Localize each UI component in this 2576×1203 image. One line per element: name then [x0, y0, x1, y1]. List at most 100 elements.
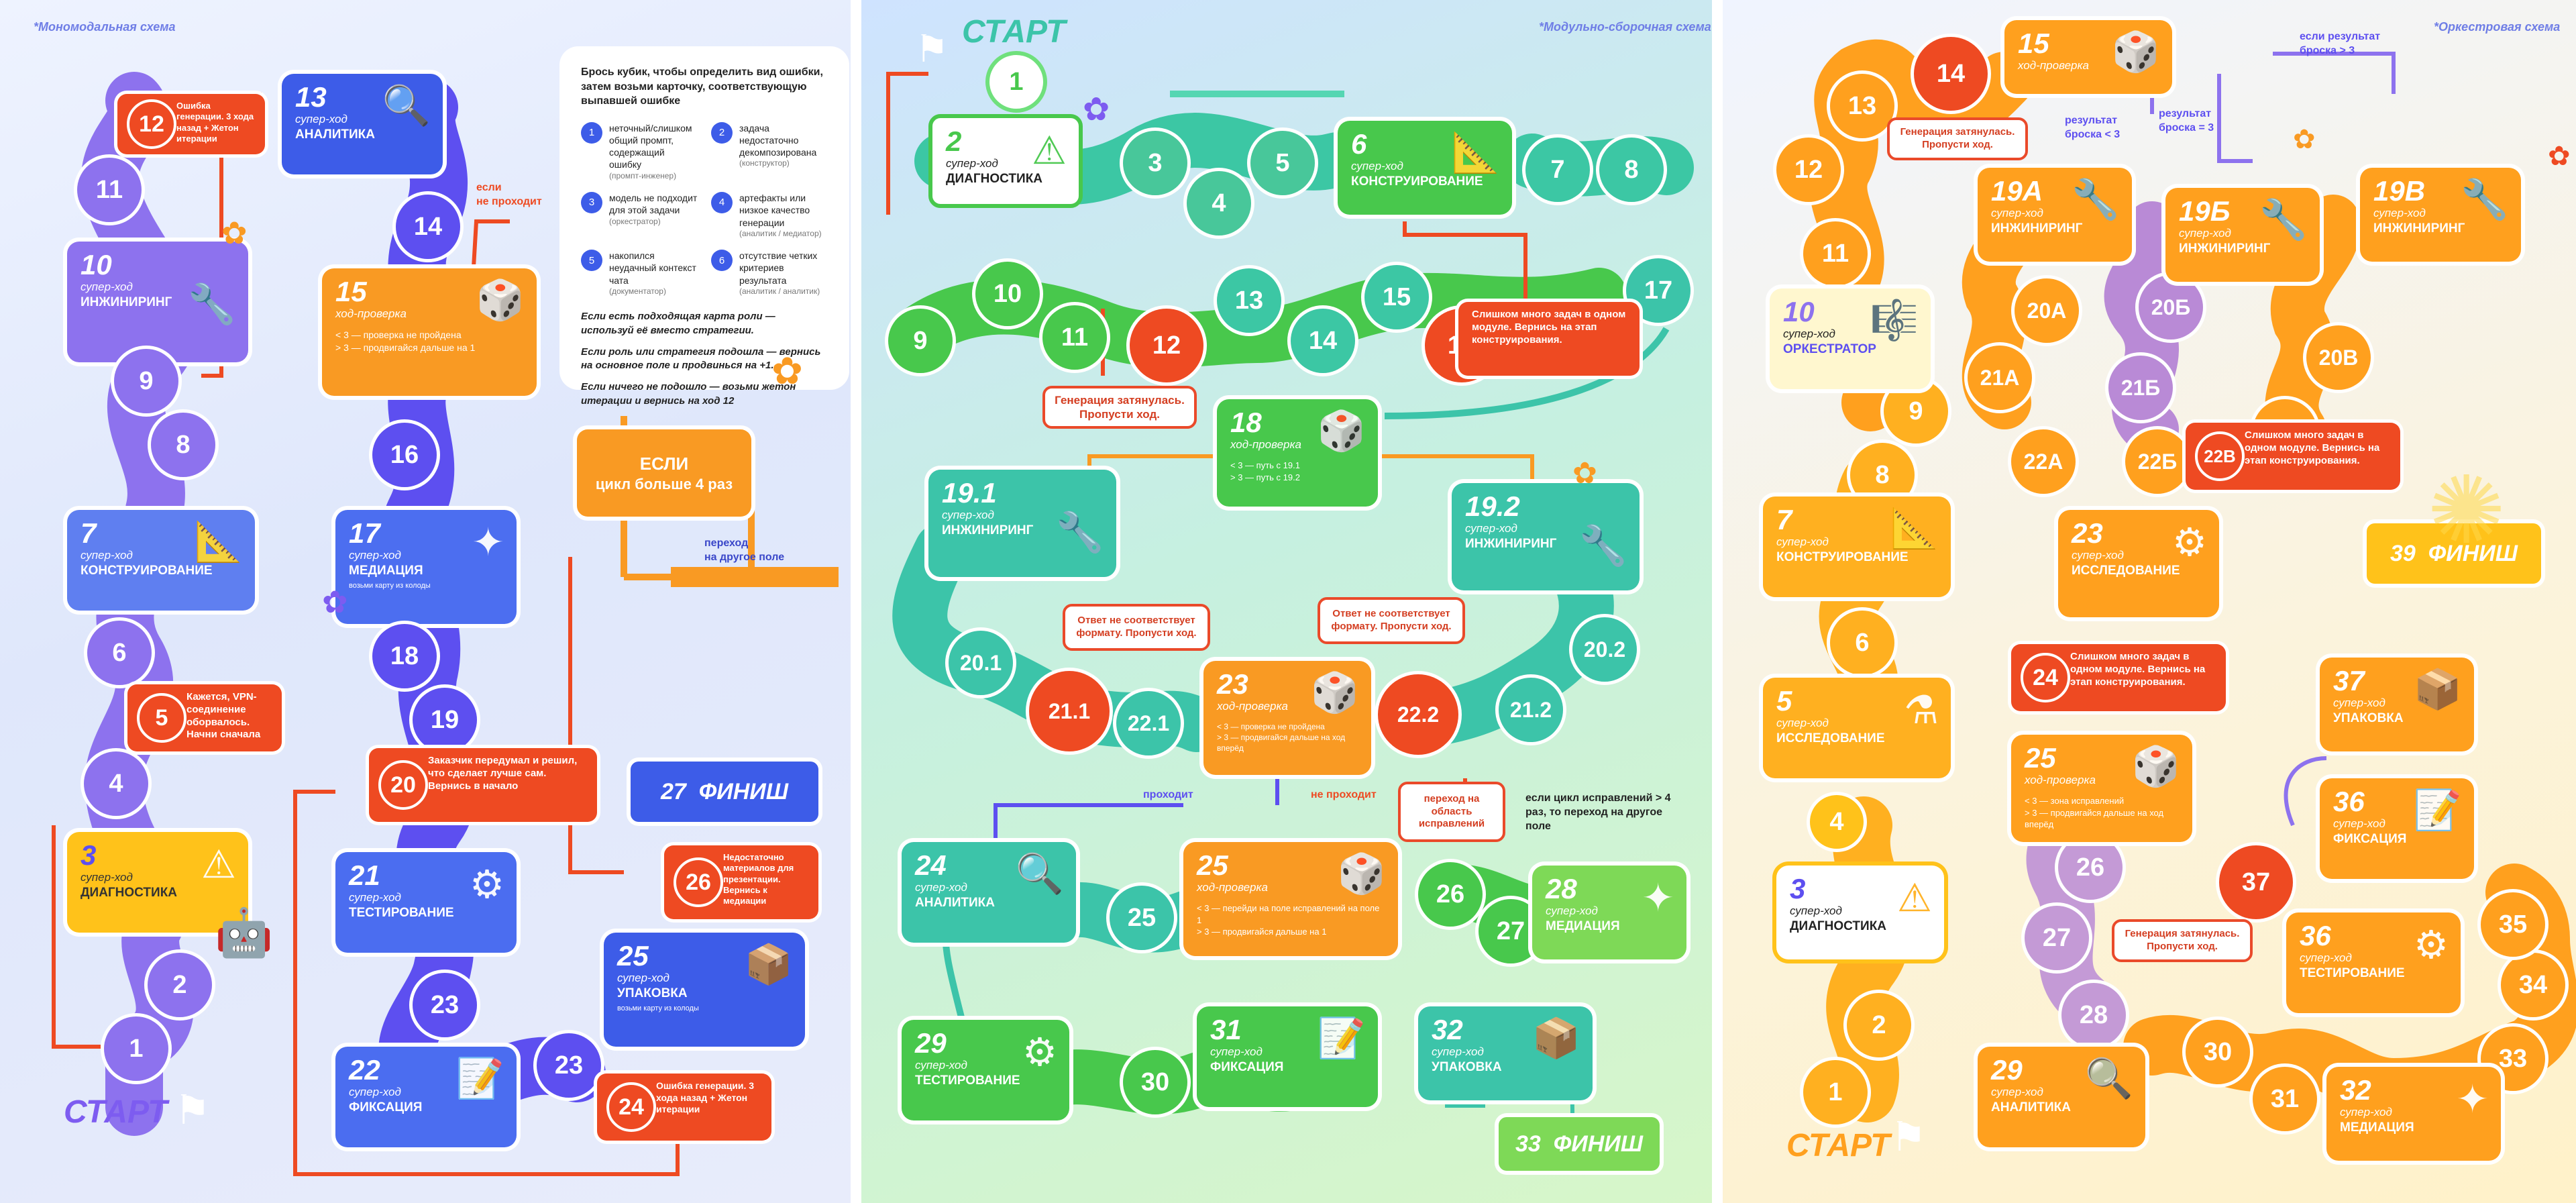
node-11[interactable]: 11: [1042, 305, 1107, 370]
node-23[interactable]: 23: [413, 973, 477, 1037]
node-11[interactable]: 11: [1803, 221, 1868, 286]
card-29-testing[interactable]: 29 супер-ход ТЕСТИРОВАНИЕ ⚙: [902, 1020, 1069, 1120]
node-8[interactable]: 8: [151, 413, 215, 477]
card-23-check[interactable]: 23 ход-проверка < 3 — проверка не пройде…: [1203, 661, 1371, 775]
node-27[interactable]: 27: [2025, 906, 2089, 970]
node-30[interactable]: 30: [1123, 1050, 1187, 1114]
event-node-12[interactable]: 12: [1130, 309, 1203, 382]
card-28-mediation[interactable]: 28 супер-ход МЕДИАЦИЯ ✦: [1532, 866, 1686, 959]
card-36-fixation[interactable]: 36 супер-ход ФИКСАЦИЯ 📝: [2320, 778, 2474, 879]
node-1[interactable]: 1: [1803, 1060, 1868, 1124]
node-21b[interactable]: 21Б: [2108, 356, 2173, 420]
node-1[interactable]: 1: [104, 1016, 168, 1081]
node-9[interactable]: 9: [114, 349, 178, 413]
card-3-diagnostics[interactable]: 3 супер-ход ДИАГНОСТИКА ⚠: [1776, 866, 1944, 959]
card-19v-engineering[interactable]: 19В супер-ход ИНЖИНИРИНГ 🔧: [2360, 168, 2521, 262]
card-5-research[interactable]: 5 супер-ход ИССЛЕДОВАНИЕ ⚗: [1763, 678, 1951, 778]
card-32-packaging[interactable]: 32 супер-ход УПАКОВКА 📦: [1418, 1006, 1593, 1100]
node-2[interactable]: 2: [148, 953, 212, 1017]
card-37-packaging[interactable]: 37 супер-ход УПАКОВКА 📦: [2320, 658, 2474, 751]
node-2[interactable]: 2: [1847, 993, 1911, 1057]
card-13-analytics[interactable]: 13 супер-ход АНАЛИТИКА 🔍: [282, 74, 443, 174]
node-35[interactable]: 35: [2481, 892, 2545, 957]
node-34[interactable]: 34: [2501, 953, 2565, 1017]
node-9[interactable]: 9: [1884, 379, 1948, 443]
event-12[interactable]: 12 Ошибка генерации. 3 хода назад + Жето…: [117, 94, 265, 154]
node-8[interactable]: 8: [1599, 138, 1664, 202]
node-4[interactable]: 4: [84, 751, 148, 816]
event-node-21-1[interactable]: 21.1: [1029, 671, 1110, 751]
event-20[interactable]: 20 Заказчик передумал и решил, что сдела…: [369, 748, 597, 822]
node-22-1[interactable]: 22.1: [1116, 691, 1181, 755]
card-25-check[interactable]: 25 ход-проверка < 3 — зона исправлений >…: [2011, 735, 2192, 842]
node-26[interactable]: 26: [1418, 862, 1483, 927]
card-10-orchestrator[interactable]: 10 супер-ход ОРКЕСТРАТОР 🎼: [1770, 289, 1931, 389]
node-13[interactable]: 13: [1830, 74, 1894, 138]
node-14[interactable]: 14: [1291, 309, 1355, 373]
event-node-14[interactable]: 14: [1914, 37, 1988, 111]
card-24-analytics[interactable]: 24 супер-ход АНАЛИТИКА 🔍: [902, 842, 1076, 943]
node-18[interactable]: 18: [372, 624, 437, 688]
node-6[interactable]: 6: [1830, 611, 1894, 675]
node-26[interactable]: 26: [2058, 835, 2123, 900]
event-node-22-2[interactable]: 22.2: [1378, 674, 1458, 755]
card-25-check[interactable]: 25 ход-проверка < 3 — перейди на поле ис…: [1183, 842, 1398, 956]
node-28[interactable]: 28: [2061, 983, 2126, 1047]
event-24[interactable]: 24 Слишком много задач в одном модуле. В…: [2011, 644, 2226, 711]
node-16[interactable]: 16: [372, 423, 437, 487]
card-25-packaging[interactable]: 25 супер-ход УПАКОВКА возьми карту из ко…: [604, 933, 805, 1047]
event-26[interactable]: 26 Недостаточно материалов для презентац…: [664, 845, 818, 919]
card-31-fixation[interactable]: 31 супер-ход ФИКСАЦИЯ 📝: [1197, 1006, 1378, 1107]
node-13[interactable]: 13: [1217, 268, 1281, 333]
card-19b-engineering[interactable]: 19Б супер-ход ИНЖИНИРИНГ 🔧: [2165, 188, 2320, 282]
card-19a-engineering[interactable]: 19А супер-ход ИНЖИНИРИНГ 🔧: [1978, 168, 2132, 262]
node-20-2[interactable]: 20.2: [1572, 617, 1637, 682]
node-23-b[interactable]: 23: [537, 1033, 601, 1098]
finish-27[interactable]: 27 ФИНИШ: [631, 762, 818, 822]
node-11[interactable]: 11: [77, 158, 142, 222]
card-3-diagnostics[interactable]: 3 супер-ход ДИАГНОСТИКА ⚠: [67, 832, 248, 933]
node-19[interactable]: 19: [413, 688, 477, 752]
event-22v[interactable]: 22В Слишком много задач в одном модуле. …: [2186, 423, 2400, 490]
card-22-fixation[interactable]: 22 супер-ход ФИКСАЦИЯ 📝: [335, 1047, 517, 1147]
card-17-mediation[interactable]: 17 супер-ход МЕДИАЦИЯ возьми карту из ко…: [335, 510, 517, 624]
node-6[interactable]: 6: [87, 621, 152, 685]
node-10[interactable]: 10: [975, 262, 1040, 326]
node-4[interactable]: 4: [1187, 171, 1251, 236]
node-21-2[interactable]: 21.2: [1499, 678, 1563, 742]
node-25[interactable]: 25: [1110, 886, 1174, 950]
node-20a[interactable]: 20А: [2015, 278, 2079, 343]
event-24[interactable]: 24 Ошибка генерации. 3 хода назад + Жето…: [597, 1074, 771, 1141]
finish-39[interactable]: 39 ФИНИШ: [2367, 523, 2541, 584]
node-31[interactable]: 31: [2253, 1067, 2317, 1131]
card-18-check[interactable]: 18 ход-проверка < 3 — путь с 19.1 > 3 — …: [1217, 399, 1378, 507]
node-20b[interactable]: 20Б: [2139, 275, 2203, 339]
card-2-diagnostics[interactable]: 2 супер-ход ДИАГНОСТИКА ⚠: [928, 114, 1083, 208]
event-node-37[interactable]: 37: [2219, 845, 2293, 919]
node-5[interactable]: 5: [1250, 131, 1315, 195]
node-9[interactable]: 9: [888, 309, 953, 373]
node-7[interactable]: 7: [1525, 138, 1590, 202]
card-7-construct[interactable]: 7 супер-ход КОНСТРУИРОВАНИЕ 📐: [1763, 496, 1951, 597]
event-5[interactable]: 5 Кажется, VPN-соединение оборвалось. На…: [127, 684, 282, 751]
node-12[interactable]: 12: [1776, 138, 1841, 202]
card-32-mediation[interactable]: 32 супер-ход МЕДИАЦИЯ ✦: [2326, 1067, 2501, 1161]
finish-33[interactable]: 33 ФИНИШ: [1499, 1117, 1660, 1171]
card-19-1-engineering[interactable]: 19.1 супер-ход ИНЖИНИРИНГ 🔧: [928, 470, 1116, 577]
card-19-2-engineering[interactable]: 19.2 супер-ход ИНЖИНИРИНГ 🔧: [1452, 483, 1640, 590]
node-4[interactable]: 4: [1810, 795, 1864, 849]
card-23-research[interactable]: 23 супер-ход ИССЛЕДОВАНИЕ ⚙: [2058, 510, 2219, 617]
card-15-check[interactable]: 15 ход-проверка 🎲: [2004, 20, 2172, 94]
card-6-construct[interactable]: 6 супер-ход КОНСТРУИРОВАНИЕ 📐: [1338, 121, 1512, 215]
node-3[interactable]: 3: [1123, 131, 1187, 195]
card-21-testing[interactable]: 21 супер-ход ТЕСТИРОВАНИЕ ⚙: [335, 852, 517, 953]
node-20-1[interactable]: 20.1: [949, 631, 1013, 695]
node-1[interactable]: 1: [985, 51, 1047, 113]
node-15[interactable]: 15: [1364, 265, 1429, 329]
node-30[interactable]: 30: [2186, 1020, 2250, 1084]
node-20v[interactable]: 20В: [2306, 325, 2371, 390]
card-29-analytics[interactable]: 29 супер-ход АНАЛИТИКА 🔍: [1978, 1047, 2145, 1147]
card-36-testing[interactable]: 36 супер-ход ТЕСТИРОВАНИЕ ⚙: [2286, 912, 2461, 1013]
node-22a[interactable]: 22А: [2011, 429, 2076, 494]
card-15-check[interactable]: 15 ход-проверка < 3 — проверка не пройде…: [322, 268, 537, 396]
